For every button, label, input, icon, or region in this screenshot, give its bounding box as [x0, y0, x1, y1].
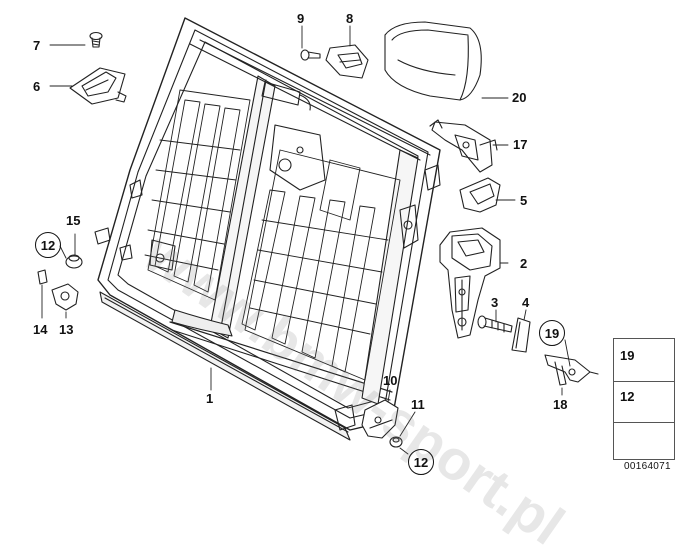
bushing-part-15: [65, 254, 83, 269]
catch-part-8: [325, 44, 369, 79]
part-label-1[interactable]: 1: [206, 391, 214, 406]
frame-brackets: [94, 164, 441, 431]
cushion-part-20: [384, 21, 482, 101]
pin-part-14: [37, 269, 48, 285]
document-number: 00164071: [624, 461, 671, 472]
right-slat-panel: [241, 149, 401, 381]
part-label-11[interactable]: 11: [411, 397, 425, 412]
center-latch: [261, 81, 326, 191]
circled-ref-19[interactable]: 19: [539, 320, 565, 346]
part-label-5[interactable]: 5: [520, 193, 528, 208]
diagram-drawing: [37, 17, 673, 457]
part-label-10[interactable]: 10: [383, 373, 398, 388]
legend-divider: [614, 422, 674, 423]
part-label-17[interactable]: 17: [513, 137, 528, 152]
legend-divider: [614, 381, 674, 382]
hinge-part-2: [439, 227, 501, 339]
part-label-13[interactable]: 13: [59, 322, 74, 337]
part-label-15[interactable]: 15: [66, 213, 81, 228]
nut-part-11: [389, 436, 403, 448]
bolt-part-3: [477, 315, 513, 333]
bracket-part-13: [51, 283, 79, 311]
screw-part-7: [89, 31, 103, 48]
hardware-legend: 19 12: [613, 338, 675, 460]
bracket-part-17: [429, 119, 498, 173]
cover-part-5: [459, 177, 501, 213]
sleeve-part-4: [511, 317, 531, 353]
part-label-14[interactable]: 14: [33, 322, 48, 337]
part-label-7[interactable]: 7: [33, 38, 41, 53]
part-label-3[interactable]: 3: [491, 295, 499, 310]
backrest-frame: [97, 17, 441, 441]
circled-ref-12-bottom[interactable]: 12: [408, 449, 434, 475]
parts-diagram: www.bmw-sport.pl 7 6 9 8 20 17 5 2 3 4 1…: [33, 11, 675, 557]
part-label-6[interactable]: 6: [33, 79, 41, 94]
leader-lines: [41, 25, 571, 455]
part-label-18[interactable]: 18: [553, 397, 568, 412]
bracket-part-18: [544, 354, 599, 386]
legend-label-19: 19: [620, 348, 635, 363]
bracket-part-10: [361, 399, 399, 439]
part-label-2[interactable]: 2: [520, 256, 528, 271]
part-label-8[interactable]: 8: [346, 11, 354, 26]
legend-label-12: 12: [620, 389, 635, 404]
cover-part-6: [69, 67, 127, 105]
part-label-20[interactable]: 20: [512, 90, 527, 105]
part-label-4[interactable]: 4: [522, 295, 530, 310]
left-slat-panel: [144, 89, 251, 301]
part-label-9[interactable]: 9: [297, 11, 305, 26]
screw-part-9: [300, 49, 321, 61]
circled-ref-12-left[interactable]: 12: [35, 232, 61, 258]
